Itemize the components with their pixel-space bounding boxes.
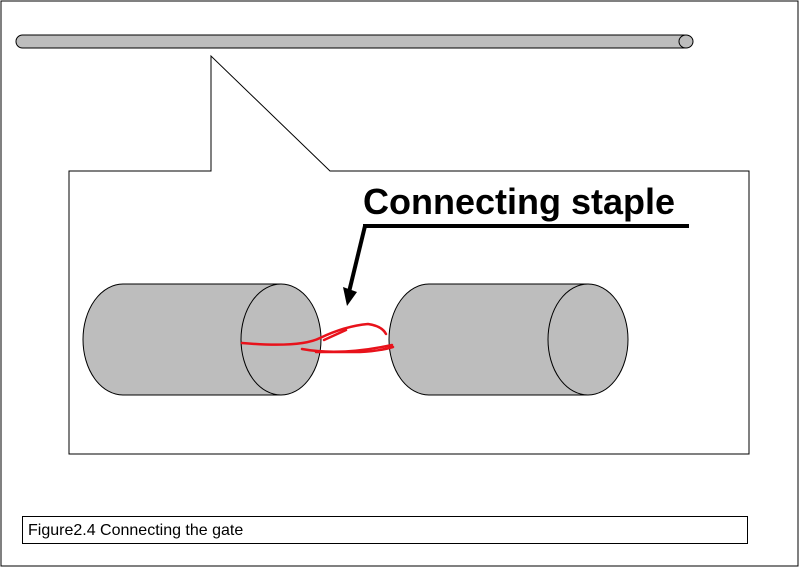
right-cylinder bbox=[388, 283, 629, 396]
figure-caption: Figure2.4 Connecting the gate bbox=[28, 522, 244, 539]
left-cylinder bbox=[82, 283, 322, 396]
pointer-arrow bbox=[343, 224, 689, 306]
figure-caption-box: Figure2.4 Connecting the gate bbox=[22, 516, 748, 544]
connecting-staple bbox=[240, 322, 395, 354]
gate-bar bbox=[15, 34, 694, 49]
staple-label: Connecting staple bbox=[363, 181, 675, 222]
